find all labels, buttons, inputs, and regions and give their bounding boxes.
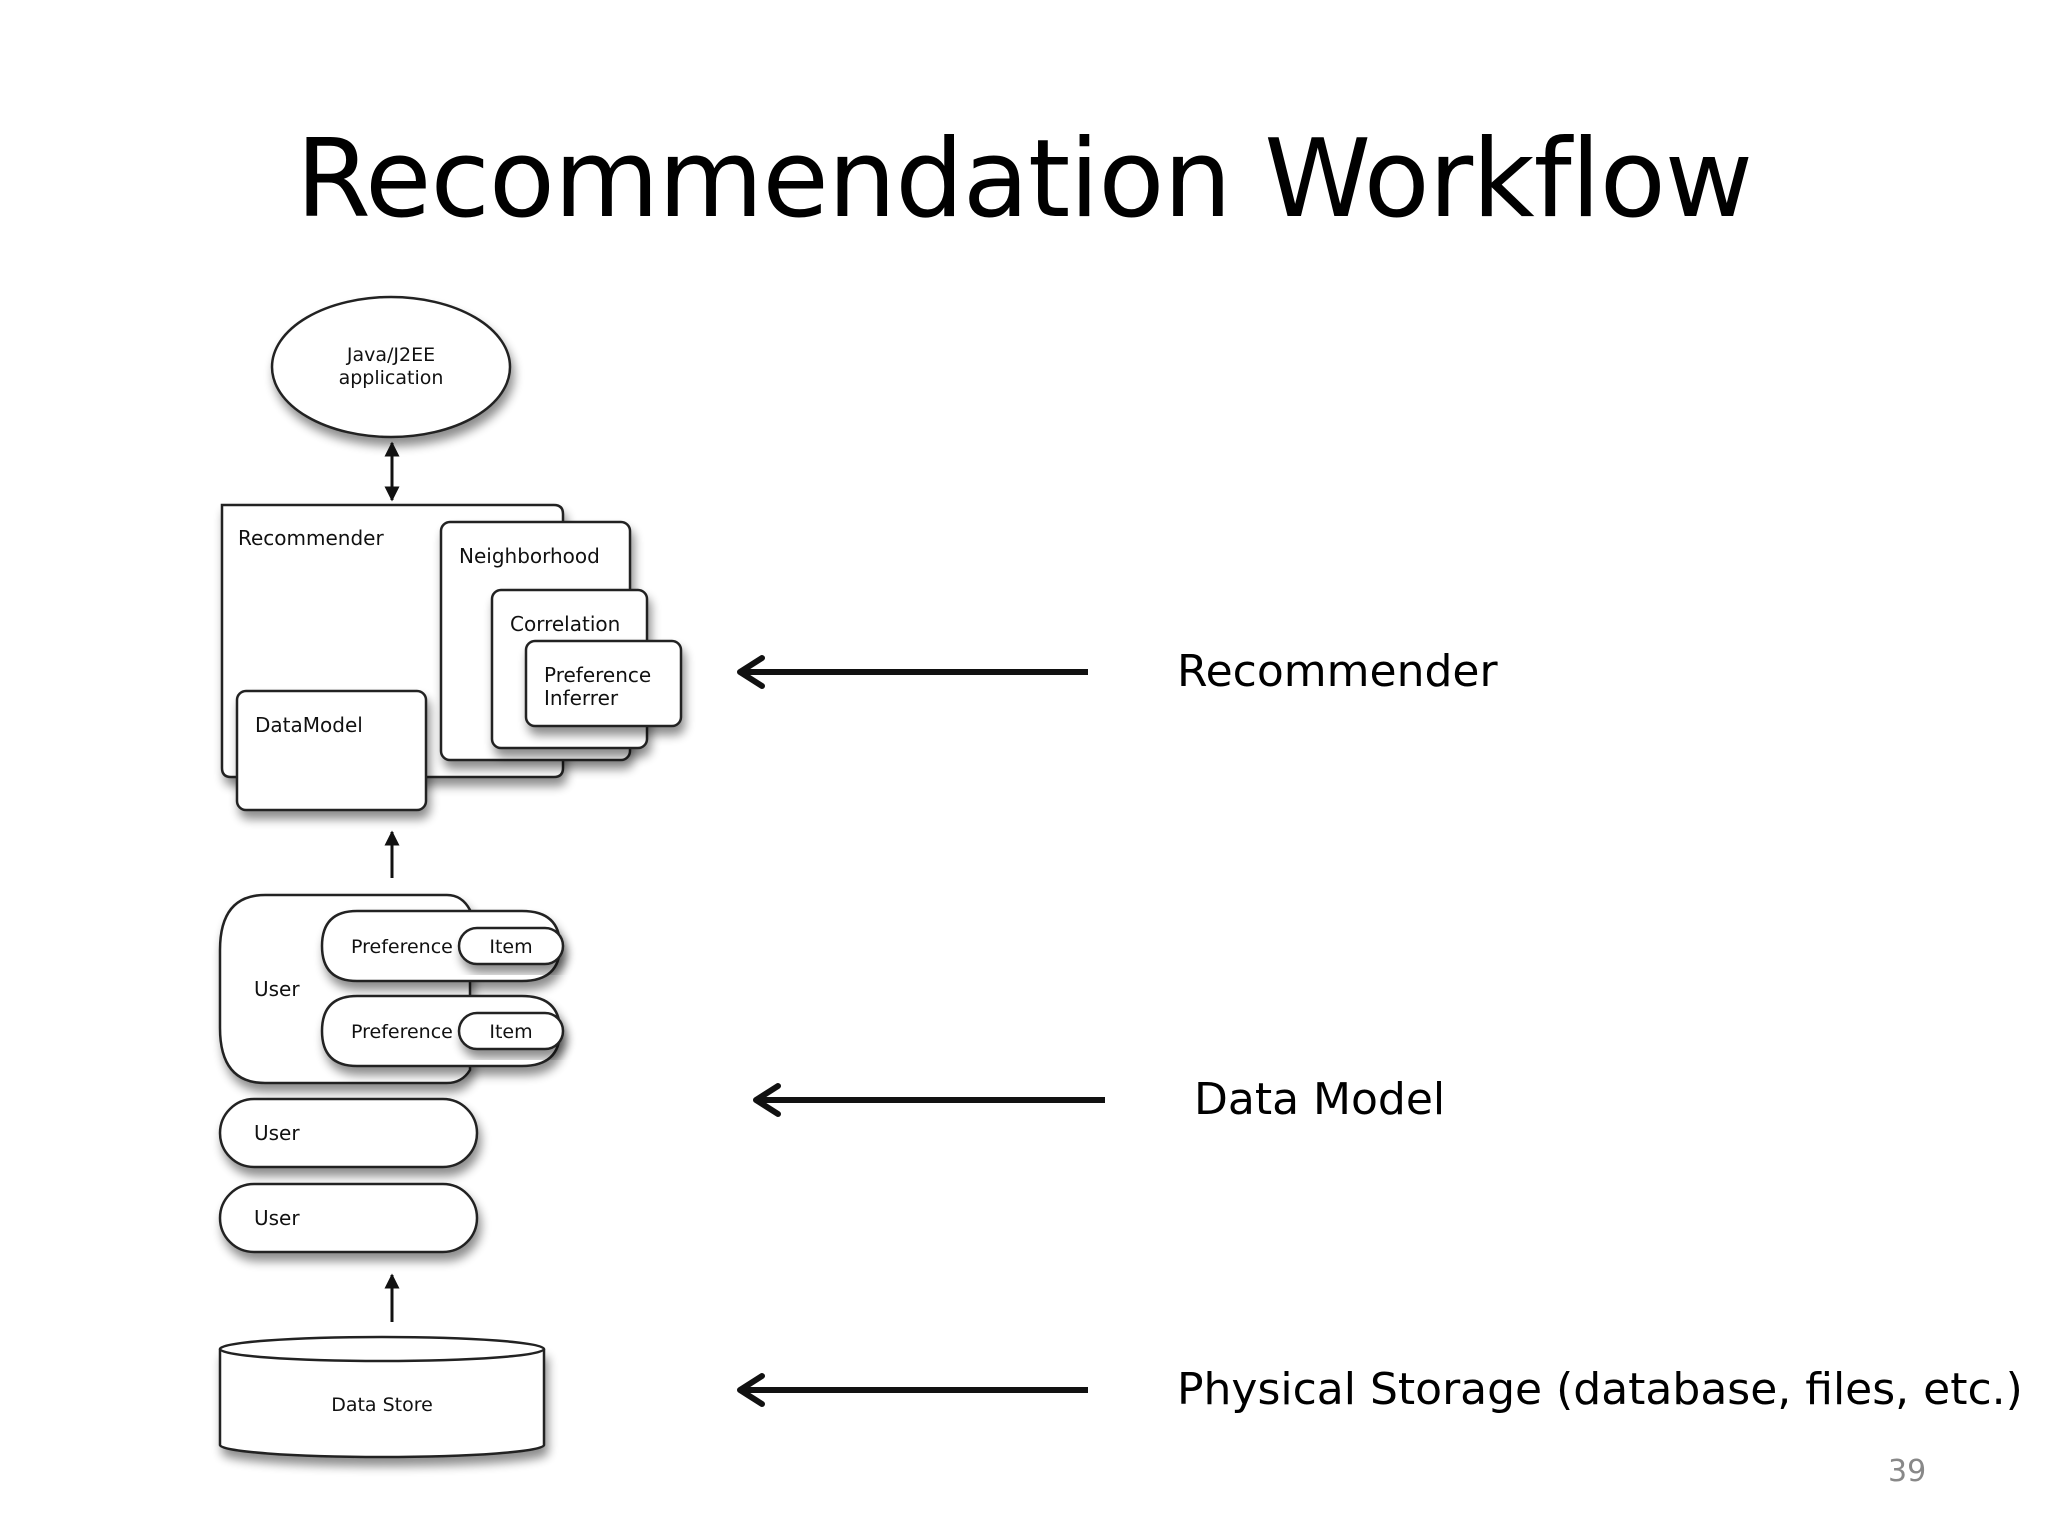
layer-label-physical-storage: Physical Storage (database, files, etc.): [1177, 1364, 2023, 1415]
neighborhood-box-label: Neighborhood: [459, 544, 600, 568]
correlation-box-label: Correlation: [510, 612, 620, 636]
preference-row-1: Preference Item: [320, 909, 565, 983]
data-model-pointer-arrow: [753, 1083, 1105, 1117]
recommender-box-label: Recommender: [238, 526, 384, 550]
user-group-label: User: [254, 977, 300, 1001]
preference-inferrer-label-2: Inferrer: [544, 686, 619, 710]
item-label: Item: [489, 936, 532, 958]
data-store-label: Data Store: [331, 1394, 433, 1416]
layer-label-recommender: Recommender: [1177, 646, 1498, 697]
physical-storage-pointer-arrow: [737, 1373, 1088, 1407]
preference-label: Preference: [351, 936, 453, 958]
user-group: User Preference Item Preference Item: [218, 893, 565, 1085]
page-number: 39: [1888, 1454, 1927, 1489]
slide-title: Recommendation Workflow: [295, 117, 1753, 242]
datamodel-box-label: DataModel: [255, 713, 363, 737]
user-pill: User: [218, 1097, 479, 1169]
user-pill-label: User: [254, 1121, 300, 1145]
user-pill: User: [218, 1182, 479, 1254]
application-node-label-1: Java/J2EE: [346, 344, 435, 366]
application-node-label-2: application: [339, 367, 444, 389]
item-label: Item: [489, 1021, 532, 1043]
recommender-pointer-arrow: [737, 655, 1088, 689]
preference-row-2: Preference Item: [320, 994, 565, 1068]
application-node: Java/J2EE application: [270, 295, 512, 439]
preference-inferrer-label-1: Preference: [544, 663, 651, 687]
data-store-cylinder: Data Store: [218, 1335, 546, 1459]
preference-label: Preference: [351, 1021, 453, 1043]
preference-inferrer-box: Preference Inferrer: [524, 639, 683, 728]
user-pill-label: User: [254, 1206, 300, 1230]
datamodel-box: DataModel: [235, 689, 428, 812]
layer-label-data-model: Data Model: [1194, 1074, 1446, 1125]
